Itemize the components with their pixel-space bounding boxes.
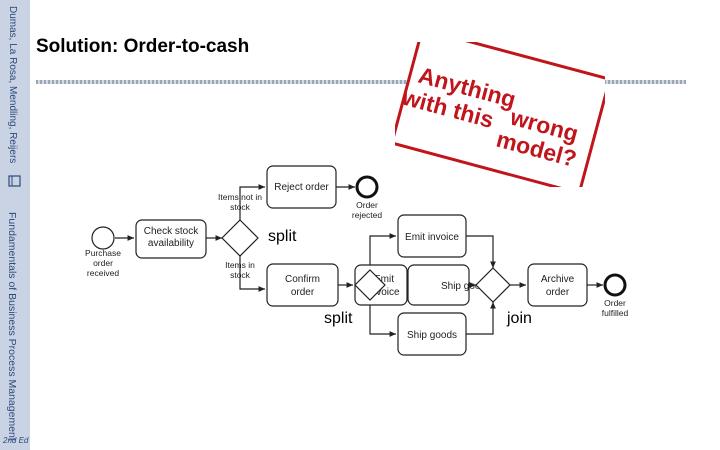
book-icon: [8, 175, 21, 187]
task-confirm-order: [266, 263, 339, 307]
title-divider: [36, 80, 686, 84]
task-reject-order: [266, 165, 337, 209]
split-gateway: [354, 269, 386, 301]
task-emit-invoice: [397, 214, 467, 258]
question-stamp: Anything with this wrong model?: [395, 42, 605, 187]
task-check-stock: [135, 219, 207, 259]
exclusive-gateway: [221, 219, 259, 257]
end-event-rejected: [355, 175, 379, 199]
sidebar-authors: Dumas, La Rosa, Mendling, Reijers: [7, 6, 18, 164]
annotation-split-bottom: split: [324, 310, 353, 327]
task-ship-goods-overlap-label: Ship goods: [441, 281, 491, 292]
annotation-split-top: split: [268, 228, 297, 245]
join-gateway: [475, 267, 511, 303]
end-event-fulfilled: [603, 273, 627, 297]
task-archive-order: [527, 263, 588, 307]
task-reject-order-label: Reject order: [274, 182, 329, 193]
slide-title: Solution: Order-to-cash: [36, 36, 250, 57]
task-ship-goods-label: Ship goods: [407, 330, 457, 341]
sidebar-book-title: Fundamentals of Business Process Managem…: [6, 212, 18, 441]
task-emit-invoice-label: Emit invoice: [405, 232, 459, 243]
sidebar: Dumas, La Rosa, Mendling, Reijers Fundam…: [0, 0, 30, 450]
annotation-join: join: [507, 310, 532, 327]
start-event: [91, 226, 115, 250]
task-ship-goods: [397, 312, 467, 356]
task-ship-goods-overlap: [407, 264, 470, 306]
sidebar-edition: 2nd Ed: [3, 436, 29, 445]
